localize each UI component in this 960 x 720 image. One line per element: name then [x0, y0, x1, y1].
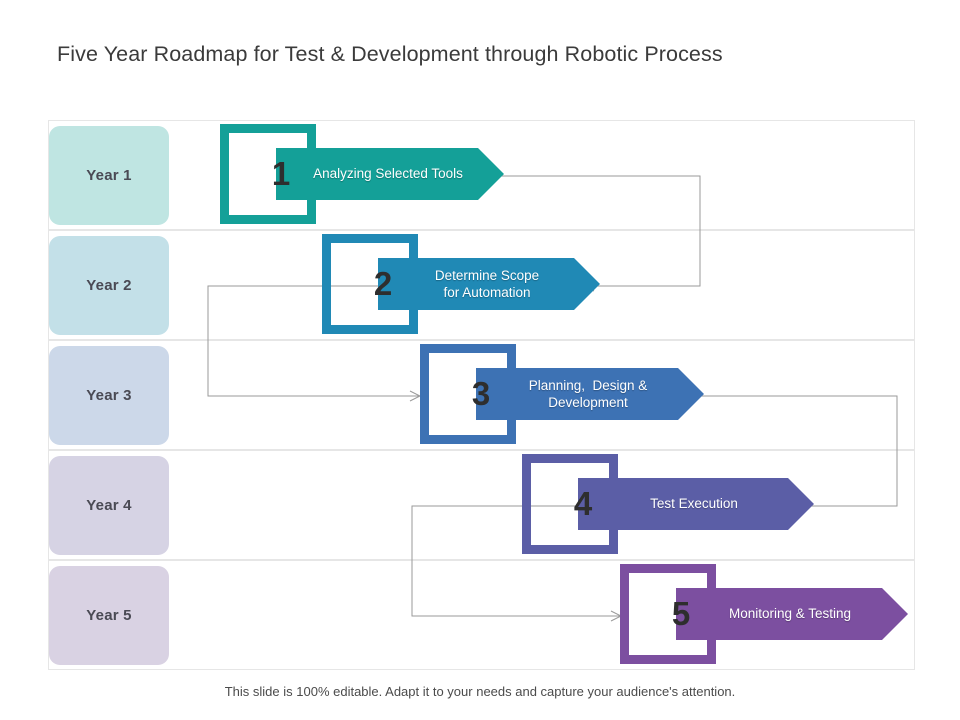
- step-number-1: 1: [271, 155, 291, 192]
- year-label-1: Year 1: [86, 167, 132, 184]
- step-label-1: Analyzing Selected Tools: [313, 166, 463, 182]
- year-label-5: Year 5: [86, 607, 132, 624]
- year-pill-2: Year 2: [49, 236, 169, 335]
- page-title: Five Year Roadmap for Test & Development…: [57, 42, 723, 66]
- year-label-4: Year 4: [86, 497, 132, 514]
- year-pill-1: Year 1: [49, 126, 169, 225]
- step-number-5: 5: [671, 595, 691, 632]
- year-label-3: Year 3: [86, 387, 132, 404]
- step-number-2: 2: [373, 265, 393, 302]
- step-chevron-4[interactable]: Test Execution: [578, 478, 814, 530]
- step-chevron-5[interactable]: Monitoring & Testing: [676, 588, 908, 640]
- year-pill-3: Year 3: [49, 346, 169, 445]
- roadmap-diagram: Year 1 Analyzing Selected Tools 1 Year 2…: [48, 120, 915, 670]
- year-label-2: Year 2: [86, 277, 132, 294]
- step-label-5: Monitoring & Testing: [728, 606, 852, 622]
- step-number-3: 3: [471, 375, 491, 412]
- step-number-4: 4: [573, 485, 593, 522]
- year-pill-5: Year 5: [49, 566, 169, 665]
- footer-note: This slide is 100% editable. Adapt it to…: [224, 684, 736, 699]
- step-label-4: Test Execution: [650, 496, 738, 512]
- step-chevron-3[interactable]: Planning, Design &Development: [476, 368, 704, 420]
- step-chevron-1[interactable]: Analyzing Selected Tools: [276, 148, 504, 200]
- step-label-3: Planning, Design &Development: [528, 377, 648, 410]
- year-pill-4: Year 4: [49, 456, 169, 555]
